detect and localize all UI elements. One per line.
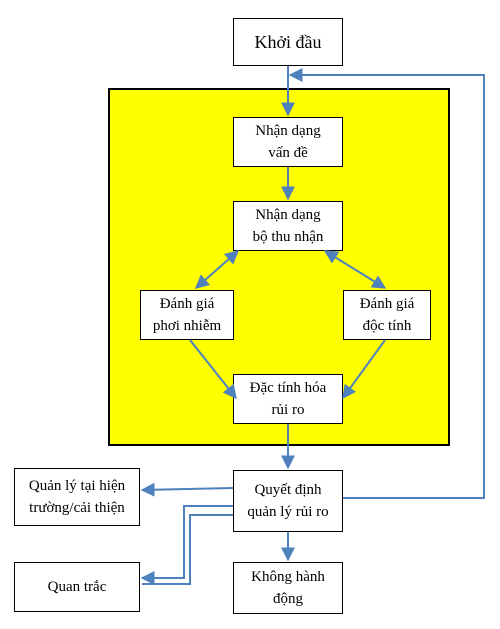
- exposure-assessment-node: Đánh giá phơi nhiễm: [140, 290, 234, 340]
- risk-characterization-node: Đặc tính hóa rủi ro: [233, 374, 343, 424]
- receptor-identification-node: Nhận dạng bộ thu nhận: [233, 201, 343, 251]
- risk-management-decision-node: Quyết định quản lý rủi ro: [233, 470, 343, 532]
- problem-identification-node: Nhận dạng vấn đề: [233, 117, 343, 167]
- arrow-decision-to-monitoring-a: [140, 505, 233, 585]
- arrow-decision-to-monitoring-b: [142, 514, 233, 585]
- monitoring-node: Quan trắc: [14, 562, 140, 612]
- site-management-node: Quản lý tại hiện trường/cải thiện: [14, 468, 140, 526]
- no-action-node: Không hành động: [233, 562, 343, 614]
- arrow-decision-to-site: [140, 482, 234, 497]
- toxicity-assessment-node: Đánh giá độc tính: [343, 290, 431, 340]
- start-node: Khởi đầu: [233, 18, 343, 66]
